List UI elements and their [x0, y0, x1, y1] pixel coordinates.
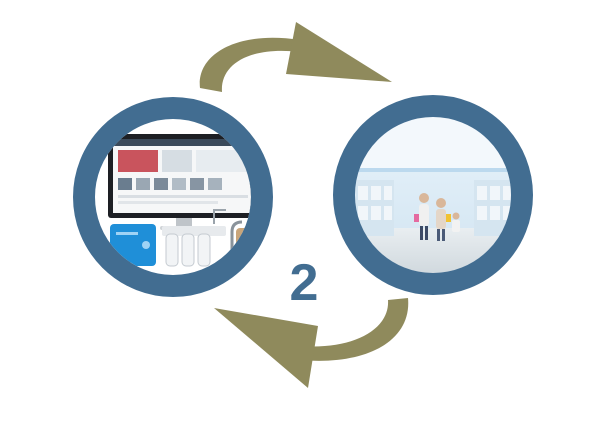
right-circle	[333, 95, 533, 295]
left-circle	[73, 97, 273, 297]
bottom-arrow	[214, 298, 409, 388]
online-store-illustration	[95, 119, 251, 275]
shoppers-icon	[414, 193, 460, 241]
o2o-number-label: 2	[290, 254, 319, 312]
water-purifier-panel-icon	[110, 224, 156, 266]
monitor-icon	[108, 134, 251, 230]
retail-store-illustration	[355, 117, 511, 273]
top-arrow	[199, 22, 392, 92]
filter-cartridges-icon	[162, 209, 226, 267]
